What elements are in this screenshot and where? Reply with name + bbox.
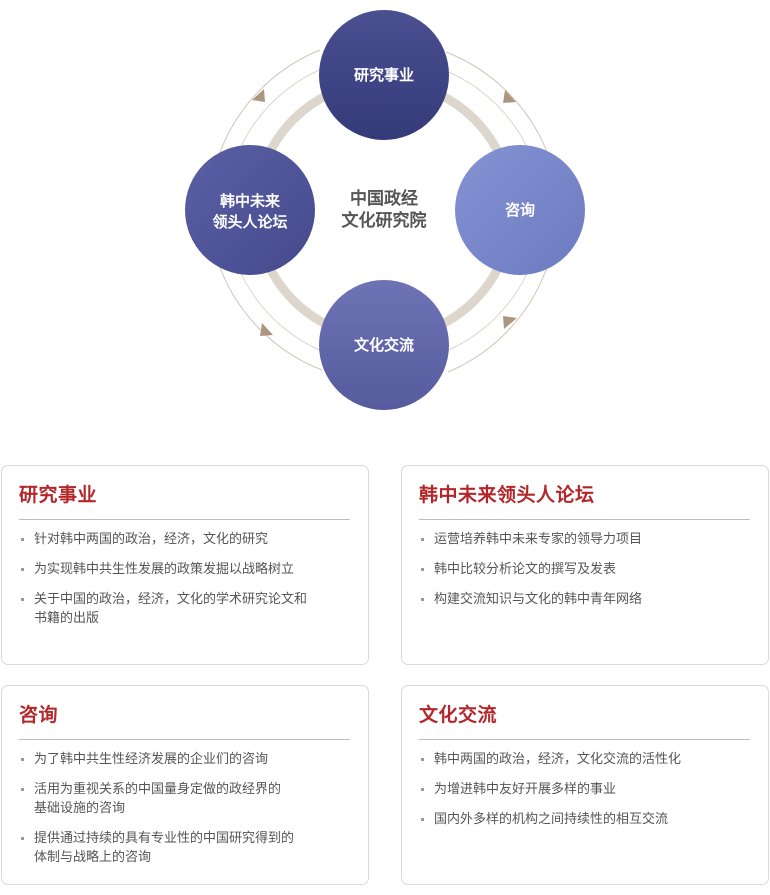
- center-label-line2: 文化研究院: [342, 210, 427, 231]
- arrow-bottom-left-icon: [260, 323, 273, 336]
- card-forum: 韩中未来领头人论坛 运营培养韩中未来专家的领导力项目韩中比较分析论文的撰写及发表…: [401, 465, 769, 665]
- list-item: 活用为重视关系的中国量身定做的政经界的基础设施的咨询: [19, 780, 350, 818]
- divider: [19, 739, 350, 740]
- card-list: 为了韩中共生性经济发展的企业们的咨询活用为重视关系的中国量身定做的政经界的基础设…: [19, 750, 350, 878]
- arrow-bottom-right-icon: [503, 316, 517, 329]
- outer-cycle-arcs: [217, 49, 551, 373]
- card-consulting: 咨询 为了韩中共生性经济发展的企业们的咨询活用为重视关系的中国量身定做的政经界的…: [1, 685, 369, 885]
- card-list: 针对韩中两国的政治，经济，文化的研究为实现韩中共生性发展的政策发掘以战略树立关于…: [19, 530, 350, 639]
- list-item: 关于中国的政治，经济，文化的学术研究论文和书籍的出版: [19, 590, 350, 628]
- node-culture-exchange: 文化交流: [319, 280, 449, 410]
- node-consulting: 咨询: [455, 145, 585, 275]
- list-item: 构建交流知识与文化的韩中青年网络: [419, 590, 750, 609]
- arrow-top-left-icon: [252, 89, 265, 102]
- card-list: 韩中两国的政治，经济，文化交流的活性化为增进韩中友好开展多样的事业国内外多样的机…: [419, 750, 750, 840]
- arrow-top-right-icon: [503, 90, 516, 103]
- card-culture-exchange: 文化交流 韩中两国的政治，经济，文化交流的活性化为增进韩中友好开展多样的事业国内…: [401, 685, 769, 885]
- list-item: 为了韩中共生性经济发展的企业们的咨询: [19, 750, 350, 769]
- node-forum-label-line2: 领头人论坛: [211, 213, 287, 231]
- list-item: 为增进韩中友好开展多样的事业: [419, 780, 750, 799]
- divider: [19, 519, 350, 520]
- list-item: 韩中两国的政治，经济，文化交流的活性化: [419, 750, 750, 769]
- card-title: 研究事业: [19, 484, 98, 506]
- node-consulting-label: 咨询: [505, 201, 535, 219]
- inner-cycle-arcs: [235, 67, 533, 353]
- list-item: 运营培养韩中未来专家的领导力项目: [419, 530, 750, 549]
- divider: [419, 519, 750, 520]
- card-list: 运营培养韩中未来专家的领导力项目韩中比较分析论文的撰写及发表构建交流知识与文化的…: [419, 530, 750, 620]
- node-future-leader-forum: 韩中未来 领头人论坛: [185, 145, 315, 275]
- card-title: 文化交流: [419, 704, 498, 726]
- node-research: 研究事业: [319, 10, 449, 140]
- node-culture-exchange-label: 文化交流: [354, 336, 414, 354]
- center-label-line1: 中国政经: [350, 188, 418, 209]
- card-research: 研究事业 针对韩中两国的政治，经济，文化的研究为实现韩中共生性发展的政策发掘以战…: [1, 465, 369, 665]
- list-item: 为实现韩中共生性发展的政策发掘以战略树立: [19, 560, 350, 579]
- card-title: 韩中未来领头人论坛: [419, 484, 595, 506]
- divider: [419, 739, 750, 740]
- list-item: 提供通过持续的具有专业性的中国研究得到的体制与战略上的咨询: [19, 829, 350, 867]
- list-item: 韩中比较分析论文的撰写及发表: [419, 560, 750, 579]
- list-item: 针对韩中两国的政治，经济，文化的研究: [19, 530, 350, 549]
- node-research-label: 研究事业: [354, 66, 414, 84]
- card-title: 咨询: [19, 704, 59, 726]
- node-forum-label-line1: 韩中未来: [220, 192, 281, 210]
- cycle-diagram: 中国政经 文化研究院 研究事业 咨询 文化交流 韩中未来 领头人论坛: [185, 10, 585, 410]
- list-item: 国内外多样的机构之间持续性的相互交流: [419, 810, 750, 829]
